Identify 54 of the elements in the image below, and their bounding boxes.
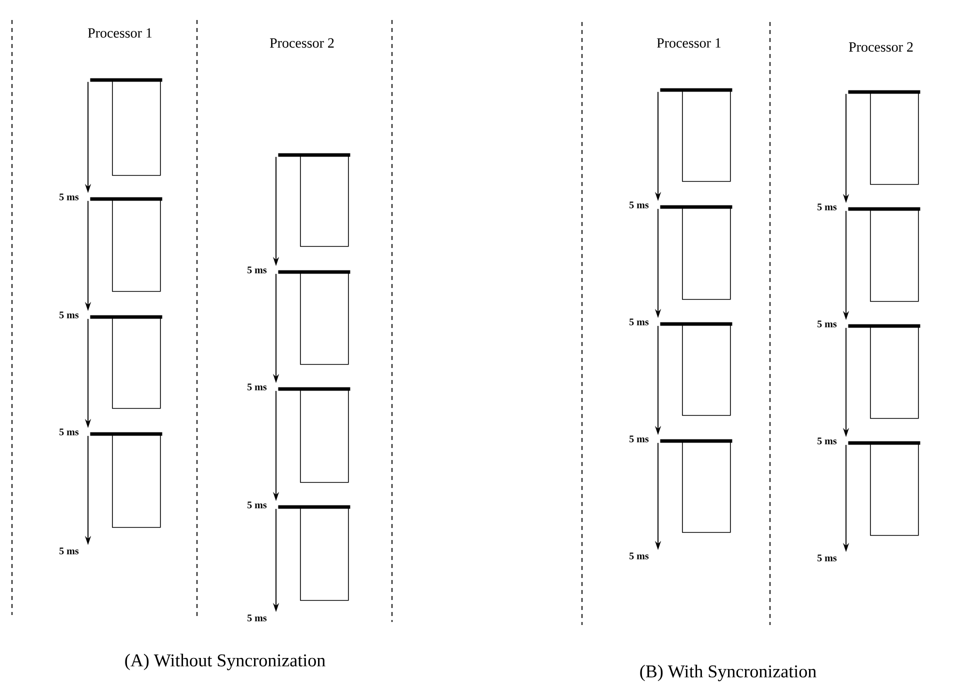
bar bbox=[278, 153, 350, 157]
edge-label: 5 ms bbox=[630, 318, 649, 326]
bar bbox=[90, 432, 162, 436]
task-box bbox=[112, 80, 161, 176]
edge-label: 5 ms bbox=[818, 554, 837, 562]
edge-label: 5 ms bbox=[630, 552, 649, 560]
edge-label: 5 ms bbox=[59, 312, 79, 318]
task-box bbox=[682, 90, 731, 182]
bar bbox=[848, 90, 920, 94]
task-box bbox=[112, 199, 161, 292]
task-box bbox=[300, 272, 349, 365]
task-box bbox=[112, 434, 161, 528]
edge-label: 5 ms bbox=[818, 320, 837, 328]
bar bbox=[660, 88, 732, 92]
bar bbox=[660, 322, 732, 326]
edge-label: 5 ms bbox=[59, 428, 79, 436]
bar bbox=[278, 505, 350, 509]
task-box bbox=[300, 507, 349, 601]
edge-label: 5 ms bbox=[248, 502, 267, 508]
task-box bbox=[682, 324, 731, 416]
column-heading: Processor 2 bbox=[848, 42, 913, 52]
edge-label: 5 ms bbox=[248, 384, 267, 390]
edge-label: 5 ms bbox=[818, 438, 837, 444]
edge-label: 5 ms bbox=[818, 204, 837, 210]
panel-caption: (B) With Syncronization bbox=[640, 664, 816, 682]
bar bbox=[848, 441, 920, 445]
column-heading: Processor 2 bbox=[270, 38, 334, 48]
task-box bbox=[300, 155, 349, 247]
bar bbox=[90, 78, 162, 82]
task-box bbox=[870, 326, 919, 419]
edge-label: 5 ms bbox=[630, 202, 649, 208]
bar bbox=[848, 207, 920, 211]
panel-caption: (A) Without Syncronization bbox=[125, 654, 326, 670]
task-box bbox=[870, 209, 919, 302]
edge-label: 5 ms bbox=[59, 194, 79, 200]
bar bbox=[660, 205, 732, 209]
edge-label: 5 ms bbox=[59, 548, 79, 554]
task-box bbox=[682, 441, 731, 533]
bar bbox=[660, 439, 732, 443]
column-heading: Processor 1 bbox=[656, 38, 721, 48]
task-box bbox=[112, 317, 161, 409]
task-box bbox=[870, 92, 919, 185]
bar bbox=[90, 315, 162, 319]
task-box bbox=[682, 207, 731, 300]
task-box bbox=[300, 389, 349, 483]
edge-label: 5 ms bbox=[630, 436, 649, 442]
bar bbox=[278, 270, 350, 274]
task-box bbox=[870, 443, 919, 536]
column-heading: Processor 1 bbox=[88, 28, 152, 38]
edge-label: 5 ms bbox=[248, 266, 267, 274]
bar bbox=[848, 324, 920, 328]
edge-label: 5 ms bbox=[248, 614, 267, 622]
bar bbox=[278, 387, 350, 391]
bar bbox=[90, 197, 162, 201]
